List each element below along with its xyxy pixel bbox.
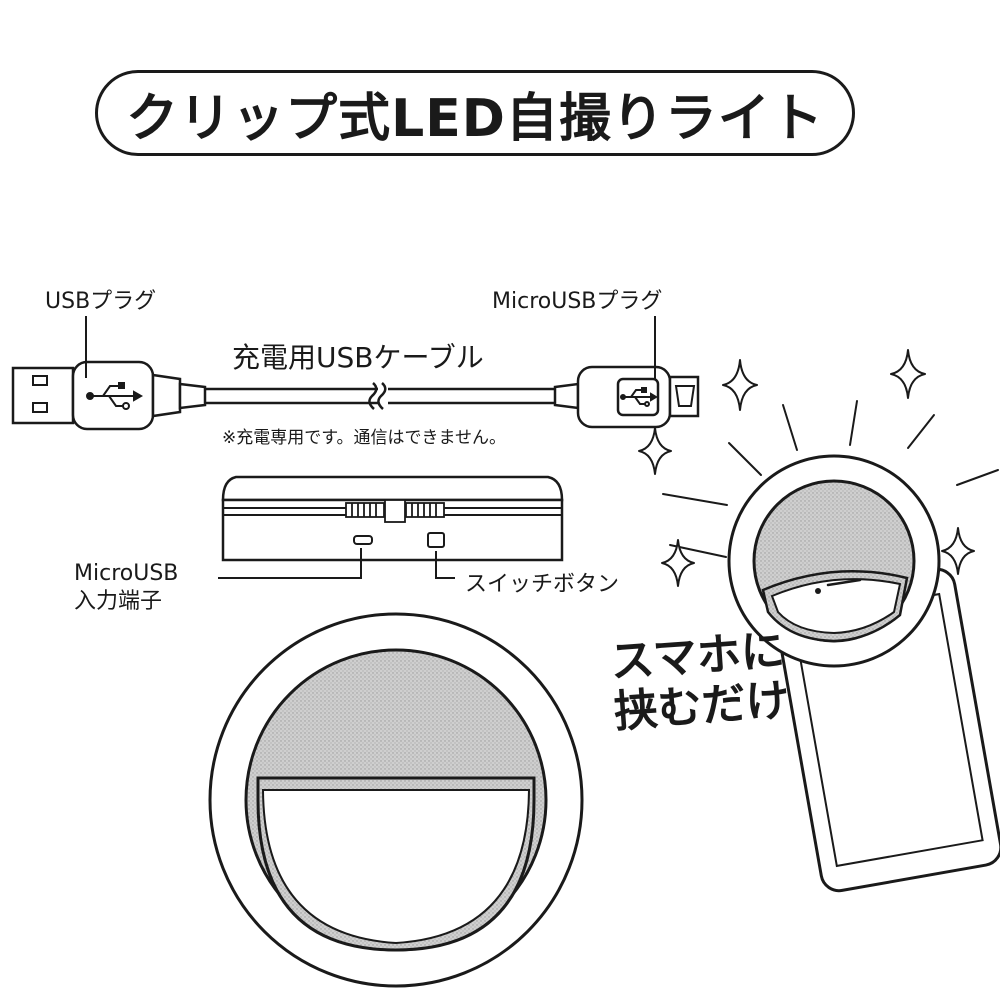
clip-caption: スマホに 挟むだけ [609, 625, 792, 738]
light-side-view [218, 475, 564, 579]
page-title: クリップ式LED自撮りライト [126, 88, 824, 149]
micro-usb-port [353, 535, 373, 545]
clip-spring [345, 499, 445, 523]
usb-symbol-icon [616, 377, 660, 417]
title-pill: クリップ式LED自撮りライト [95, 70, 855, 156]
sparkle-icon [638, 349, 975, 587]
usb-symbol-icon [86, 382, 144, 410]
charge-only-note: ※充電専用です。通信はできません。 [222, 428, 507, 448]
micro-usb-input-label-line2: 入力端子 [74, 589, 163, 614]
phone-with-light [662, 400, 1000, 893]
micro-usb-input-label: MicroUSB 入力端子 [74, 560, 178, 616]
micro-usb-input-label-line1: MicroUSB [74, 561, 179, 586]
switch-button [427, 532, 445, 548]
usb-plug-label: USBプラグ [45, 289, 157, 314]
micro-usb-plug-label: MicroUSBプラグ [492, 289, 663, 314]
switch-button-label: スイッチボタン [465, 572, 620, 597]
ring-light-front [208, 612, 584, 988]
cable-label: 充電用USBケーブル [232, 341, 484, 374]
